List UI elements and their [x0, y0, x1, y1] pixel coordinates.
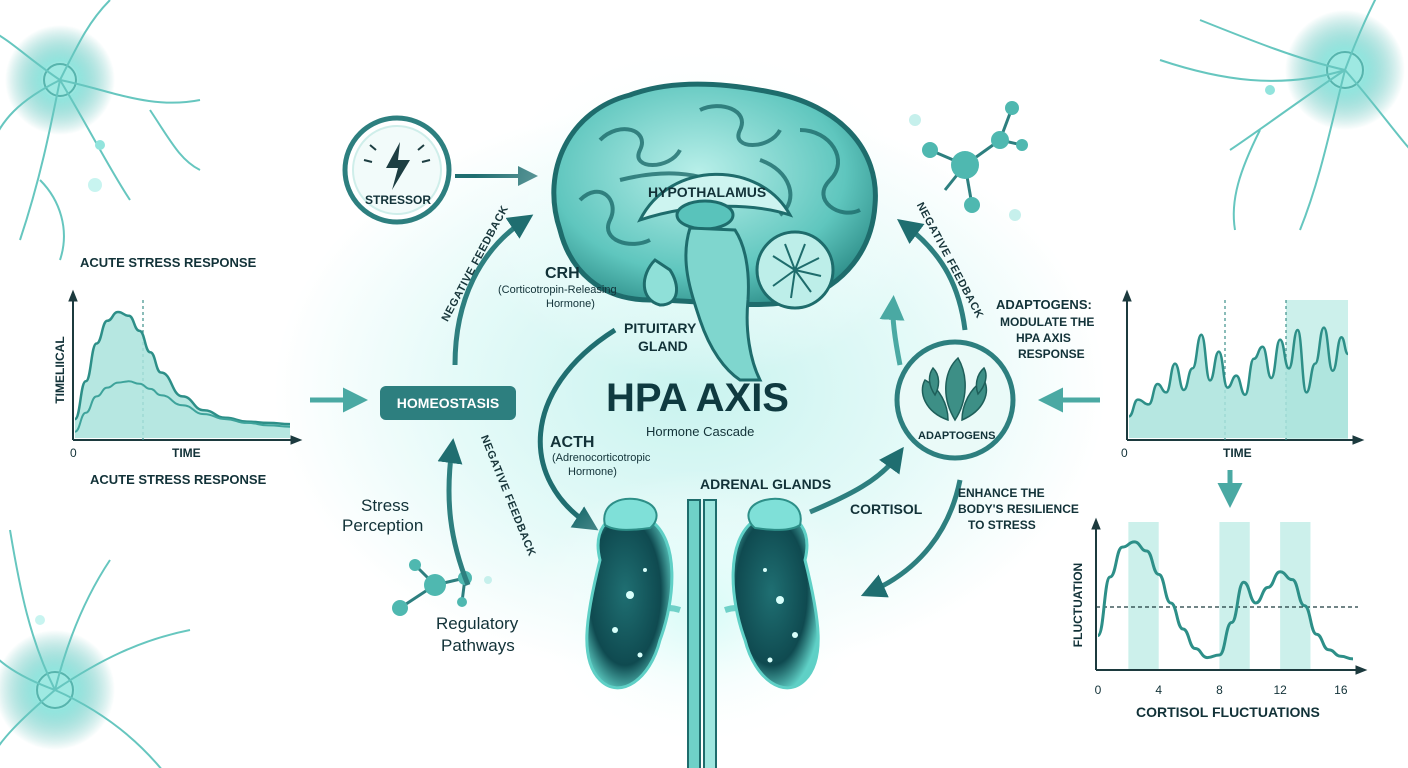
adaptogens-note-line3: HPA AXIS: [1016, 331, 1071, 345]
cascade-arrows: [310, 214, 1243, 598]
cortisol-fluctuation-chart: 0 4 8 12 16: [1091, 517, 1368, 697]
adaptogens-note-line4: RESPONSE: [1018, 347, 1085, 361]
acute-stress-line-secondary: [74, 380, 291, 433]
negative-feedback-label-right: NEGATIVE FEEDBACK: [914, 200, 986, 320]
molecule-top-right: [909, 101, 1028, 221]
negative-feedback-label-lower-left: NEGATIVE FEEDBACK: [478, 433, 538, 558]
adaptogen-chart-x-tick-0: 0: [1121, 446, 1128, 460]
acute-chart-caption: ACUTE STRESS RESPONSE: [90, 472, 267, 487]
cortisol-x-tick-2: 8: [1216, 683, 1223, 697]
adaptogen-line: [1128, 326, 1349, 418]
crh-label: CRH: [545, 265, 580, 282]
cortisol-x-tick-4: 16: [1334, 683, 1348, 697]
stress-perception-line1: Stress: [361, 496, 410, 515]
stress-perception-line2: Perception: [342, 516, 424, 535]
acute-chart-x-tick-0: 0: [70, 446, 77, 460]
cortisol-x-tick-0: 0: [1095, 683, 1102, 697]
brain-illustration: [470, 40, 930, 382]
adaptogens-node-label: ADAPTOGENS: [918, 430, 996, 442]
acute-stress-chart: [68, 289, 303, 445]
acute-chart-title: ACUTE STRESS RESPONSE: [80, 255, 257, 270]
regulatory-pathways-line2: Pathways: [441, 636, 515, 655]
neuron-top-right: [1159, 0, 1408, 231]
enhance-line2: BODY'S RESILIENCE: [958, 502, 1079, 516]
adaptogens-node: [894, 339, 1016, 461]
crh-full-name-line2: Hormone): [546, 298, 595, 310]
cortisol-x-ticks: 0 4 8 12 16: [1095, 683, 1348, 697]
acth-full-name-line1: (Adrenocorticotropic: [552, 452, 651, 464]
lightning-icon: [386, 142, 410, 190]
regulatory-pathways-line1: Regulatory: [436, 614, 519, 633]
neuron-bottom-left: [0, 529, 191, 768]
cortisol-chart-title: CORTISOL FLUCTUATIONS: [1136, 704, 1320, 720]
adrenal-kidneys-illustration: [530, 470, 870, 768]
enhance-line1: ENHANCE THE: [958, 486, 1045, 500]
adaptogens-note-line2: MODULATE THE: [1000, 315, 1095, 329]
pituitary-label-line1: PITUITARY: [624, 320, 697, 336]
molecule-bottom-left: [392, 559, 492, 616]
herb-leaves-icon: [921, 356, 988, 422]
enhance-line3: TO STRESS: [968, 518, 1036, 532]
hypothalamus-label: HYPOTHALAMUS: [648, 184, 767, 200]
center-title: HPA AXIS: [606, 376, 789, 420]
pituitary-label-line2: GLAND: [638, 338, 688, 354]
adaptogen-time-chart: [1122, 289, 1365, 445]
acth-label: ACTH: [550, 434, 595, 451]
stressor-node: [342, 115, 452, 225]
acth-full-name-line2: Hormone): [568, 466, 617, 478]
cortisol-x-tick-3: 12: [1273, 683, 1287, 697]
center-subtitle: Hormone Cascade: [646, 424, 755, 439]
cortisol-x-tick-1: 4: [1155, 683, 1162, 697]
cortisol-bands: [1128, 522, 1311, 670]
adaptogens-note-line1: ADAPTOGENS:: [996, 297, 1092, 312]
cortisol-label: CORTISOL: [850, 501, 923, 517]
acute-stress-line-primary: [73, 310, 291, 426]
cortisol-chart-ylabel: FLUCTUATION: [1071, 563, 1085, 647]
acute-stress-area: [75, 312, 290, 438]
homeostasis-box: HOMEOSTASIS: [380, 386, 516, 420]
adaptogen-chart-xlabel: TIME: [1223, 446, 1252, 460]
neuron-top-left: [0, 0, 201, 261]
adrenal-glands-label: ADRENAL GLANDS: [700, 476, 832, 492]
cortisol-band-0: [1128, 522, 1159, 670]
cortisol-line: [1096, 540, 1354, 661]
cortisol-band-2: [1280, 522, 1311, 670]
stressor-label: STRESSOR: [365, 193, 432, 207]
acute-chart-ylabel: TIMELIICAL: [53, 336, 67, 403]
acute-chart-xlabel: TIME: [172, 446, 201, 460]
crh-full-name-line1: (Corticotropin-Releasing: [498, 284, 617, 296]
